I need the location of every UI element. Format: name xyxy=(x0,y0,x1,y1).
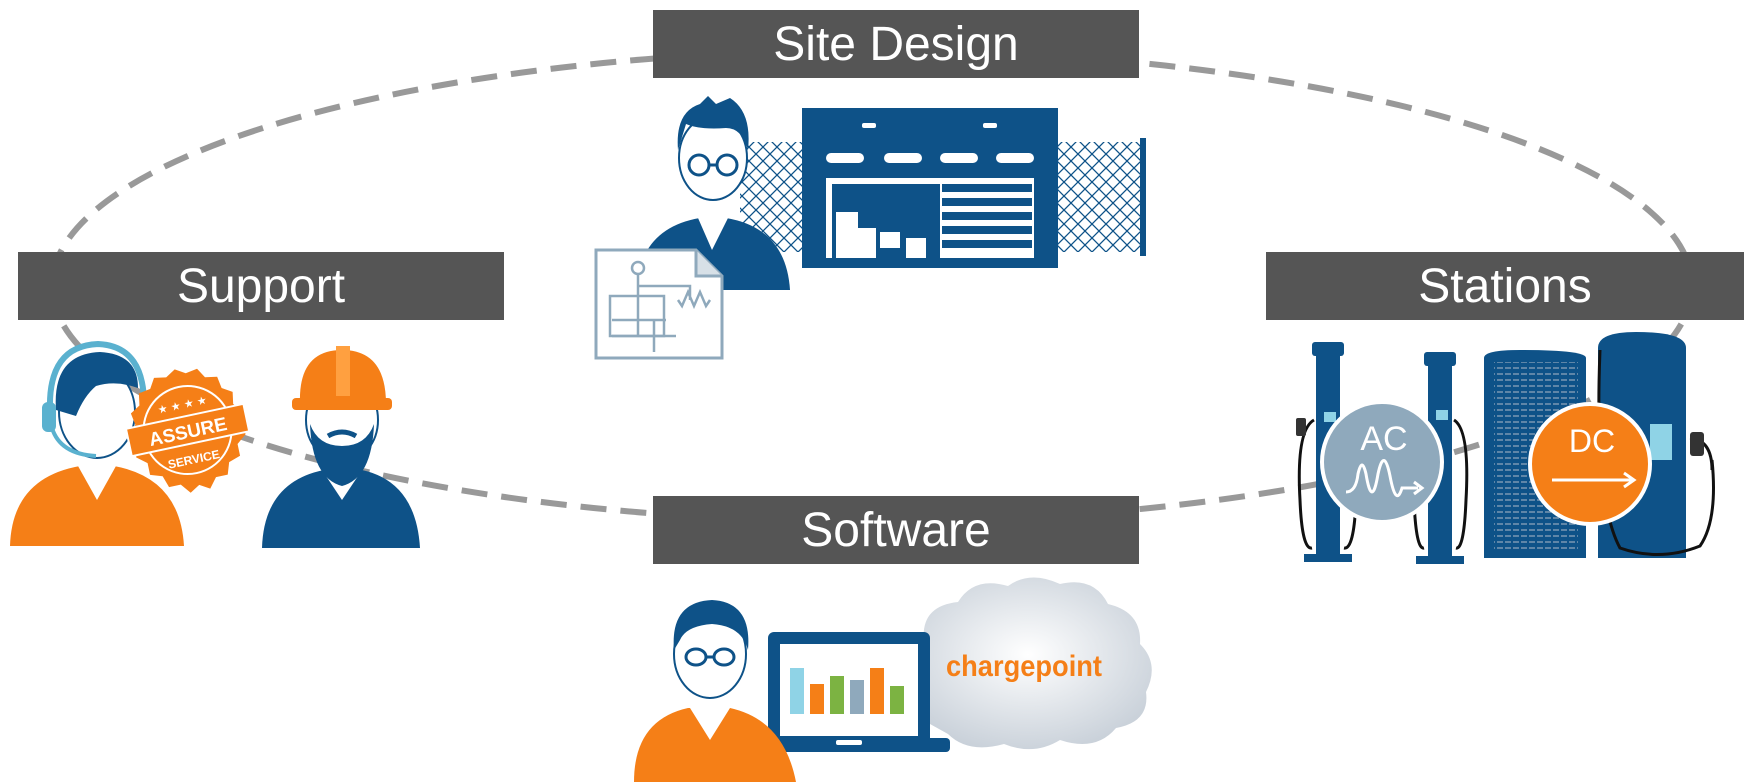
engineer-icon xyxy=(636,96,790,290)
chart-bar xyxy=(870,668,884,714)
fence-post xyxy=(1140,138,1146,256)
site-design-illustration xyxy=(594,96,1146,360)
assure-service-badge-icon: ASSURE SERVICE ★ ★ ★ ★ xyxy=(124,368,251,493)
support-illustration: ASSURE SERVICE ★ ★ ★ ★ xyxy=(10,340,420,548)
chart-bar xyxy=(830,676,844,714)
stations-illustration: AC DC xyxy=(1296,332,1715,564)
blueprint-icon xyxy=(594,248,724,360)
dc-label: DC xyxy=(1569,423,1615,459)
headset-agent-icon xyxy=(10,340,184,546)
software-illustration: chargepoint xyxy=(634,577,1152,782)
support-label: Support xyxy=(18,252,504,320)
dc-indicator: DC xyxy=(1528,402,1652,526)
building-icon xyxy=(802,108,1058,268)
stations-label: Stations xyxy=(1266,252,1744,320)
software-label: Software xyxy=(653,496,1139,564)
chargepoint-logo-text: chargepoint xyxy=(946,650,1102,683)
hardhat-technician-icon xyxy=(262,346,420,548)
cloud-icon: chargepoint xyxy=(904,577,1152,750)
chart-bar xyxy=(850,680,864,714)
ac-label: AC xyxy=(1360,420,1407,458)
site-design-label: Site Design xyxy=(653,10,1139,78)
chart-bar xyxy=(790,668,804,714)
chart-bar xyxy=(890,686,904,714)
analyst-icon xyxy=(634,600,796,782)
ac-indicator: AC xyxy=(1320,400,1444,524)
ac-wave-icon xyxy=(1345,459,1418,498)
laptop-chart-icon xyxy=(746,632,950,752)
chart-bar xyxy=(810,684,824,714)
